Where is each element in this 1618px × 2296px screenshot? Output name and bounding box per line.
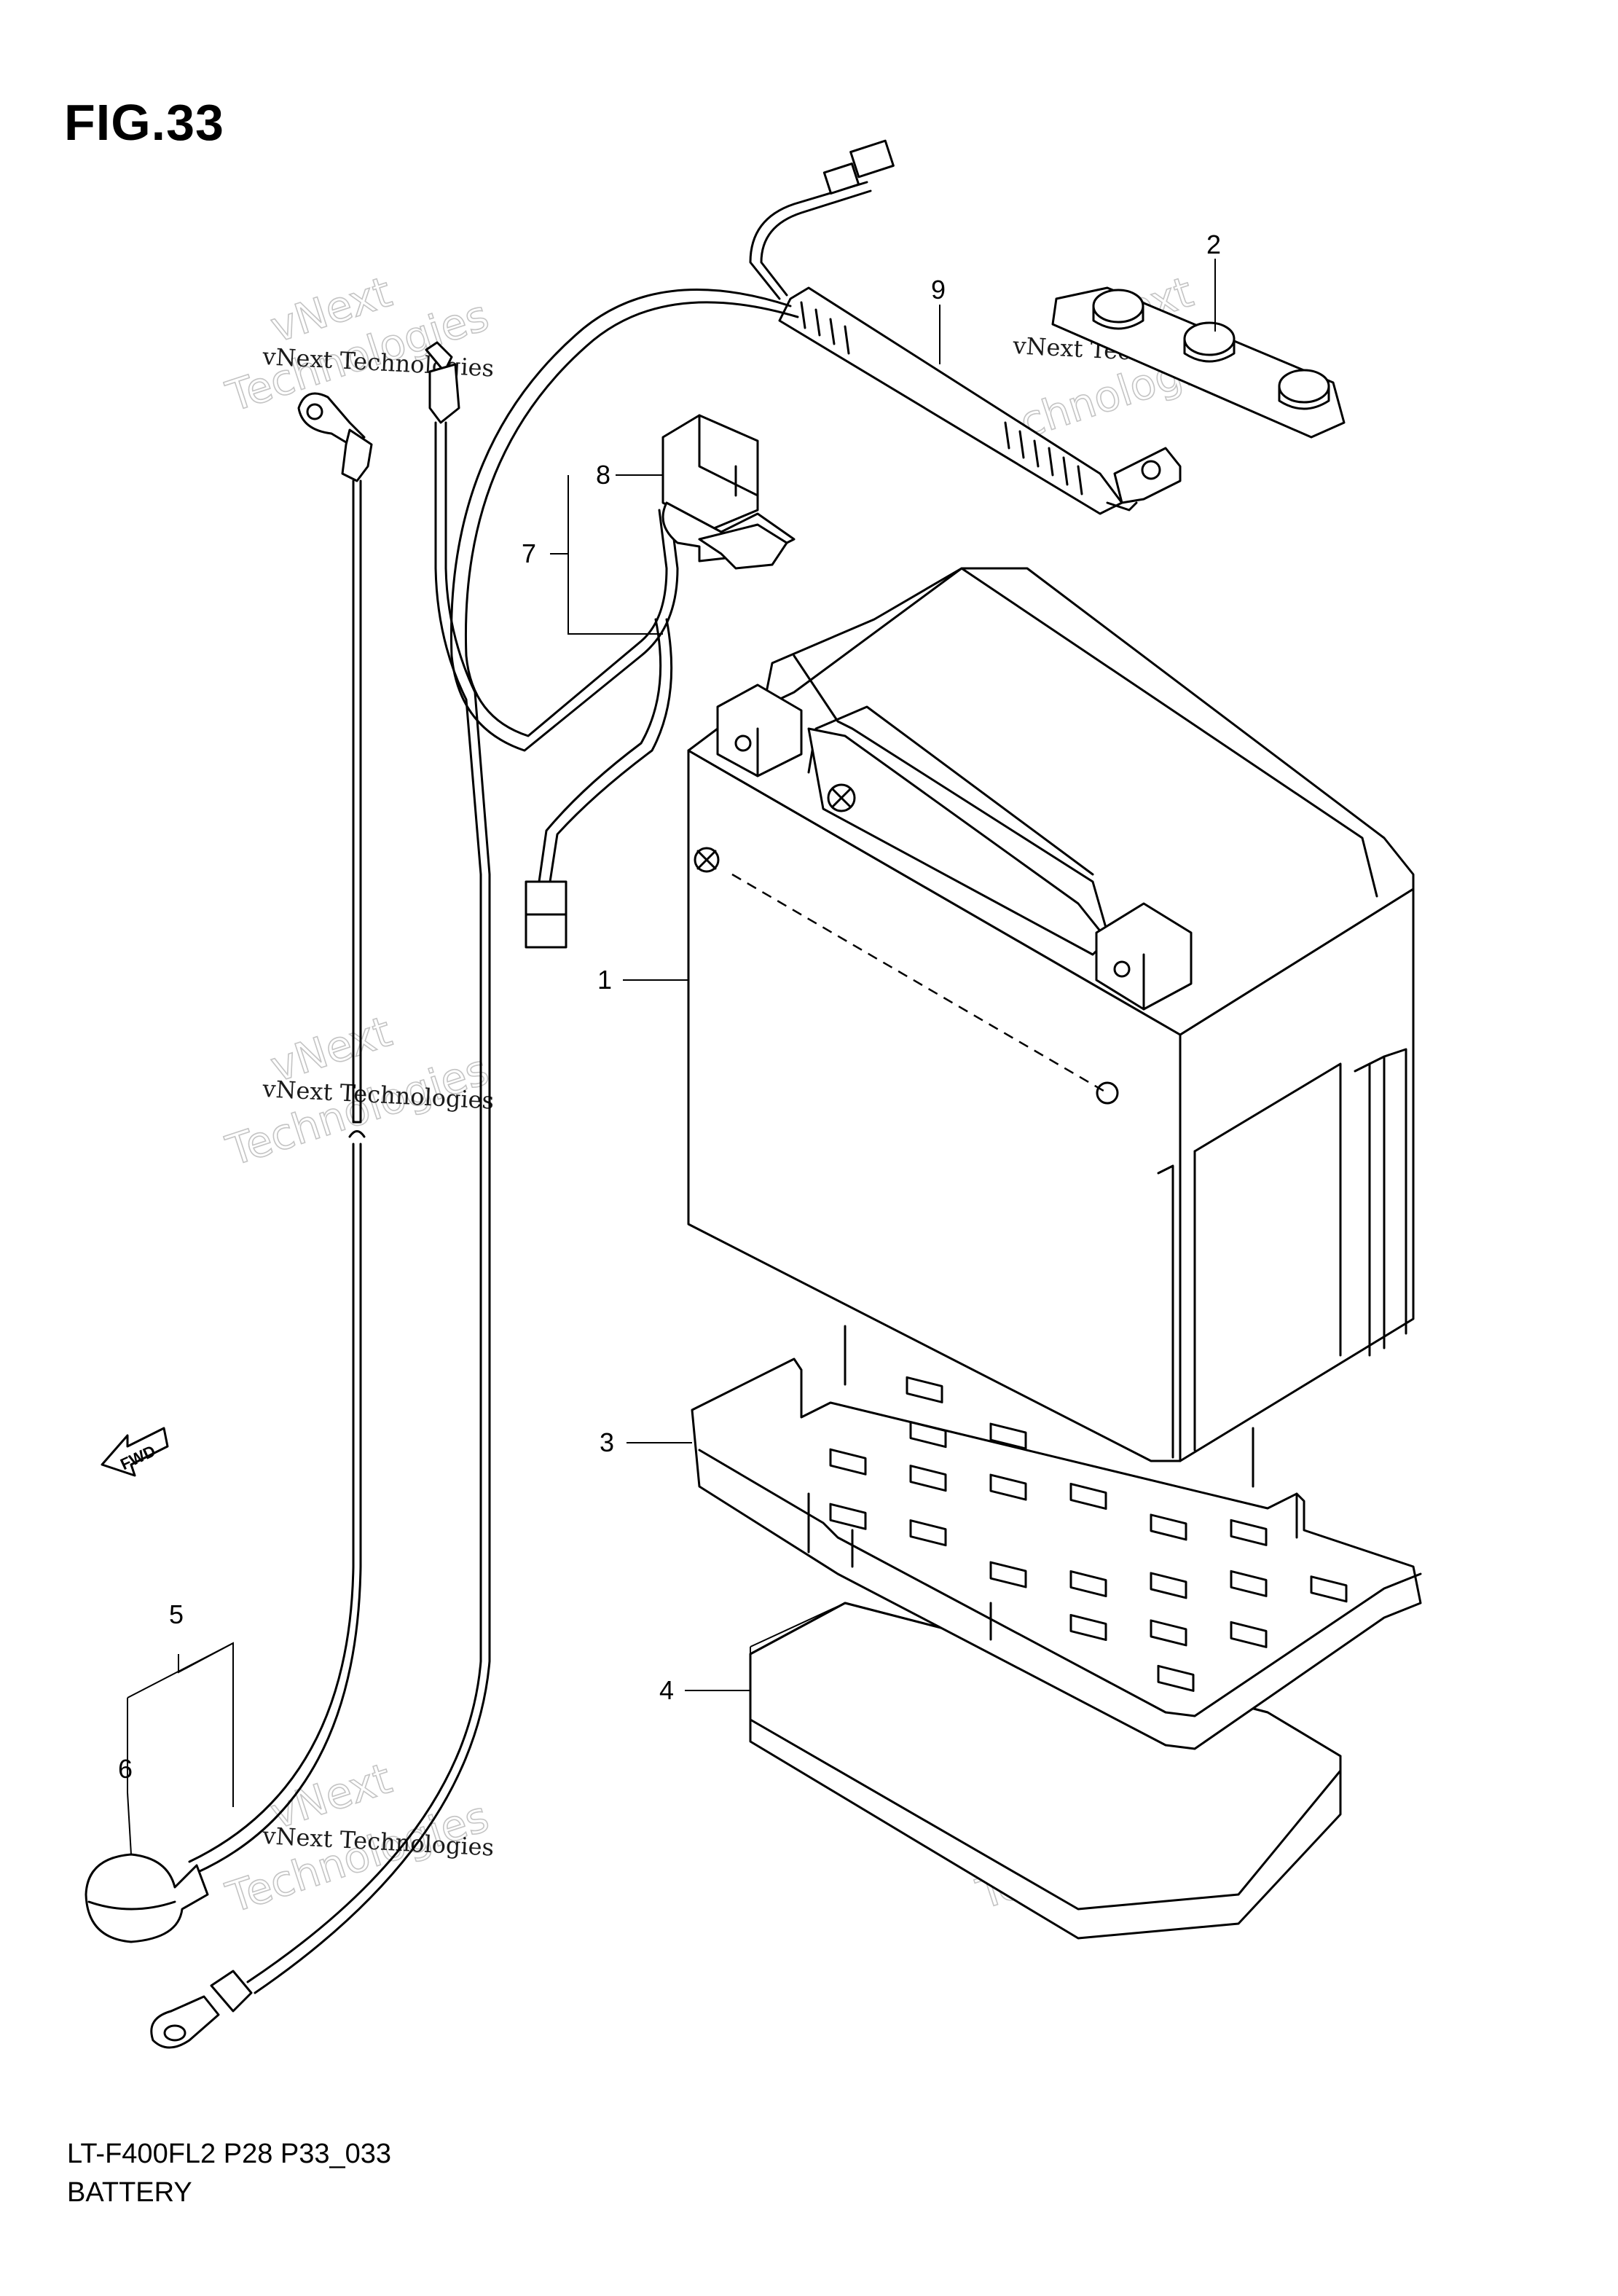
callout-6: 6 (118, 1754, 133, 1784)
callout-9: 9 (931, 275, 946, 305)
wire-connector-lower (525, 880, 568, 916)
figure-title: FIG.33 (64, 94, 224, 151)
callout-1: 1 (597, 965, 612, 995)
part-1-battery (687, 567, 1415, 1462)
callout-7: 7 (522, 538, 536, 568)
part-5-6-cables (85, 341, 491, 2049)
watermark-3: vNext Technologies vNext Technologies (220, 1006, 495, 1176)
part-9-harness (749, 139, 1182, 515)
callout-numbers: 1 2 3 4 5 6 7 8 9 (118, 230, 1221, 1784)
terminal-cap (85, 1853, 209, 1943)
fwd-direction-marker: FWD (101, 1427, 169, 1477)
figure-name: BATTERY (67, 2177, 192, 2208)
callout-2: 2 (1206, 230, 1221, 259)
tray-slots (829, 1376, 1348, 1692)
callout-3: 3 (600, 1427, 614, 1457)
watermark-5: vNext Technologies vNext Technologies (220, 1752, 495, 1923)
part-7-8-wire-relay (449, 289, 799, 949)
part-2-terminal-bolts (1051, 286, 1346, 439)
callout-4: 4 (659, 1675, 674, 1705)
callout-leaders (127, 259, 1216, 1855)
figure-code: LT-F400FL2 P28 P33_033 (67, 2139, 392, 2169)
harness-connector (822, 162, 860, 195)
plus-marking (827, 783, 856, 812)
part-3-battery-tray (691, 1325, 1422, 1750)
callout-5: 5 (169, 1599, 184, 1629)
callout-8: 8 (596, 460, 610, 490)
battery-negative-terminal (716, 683, 803, 777)
